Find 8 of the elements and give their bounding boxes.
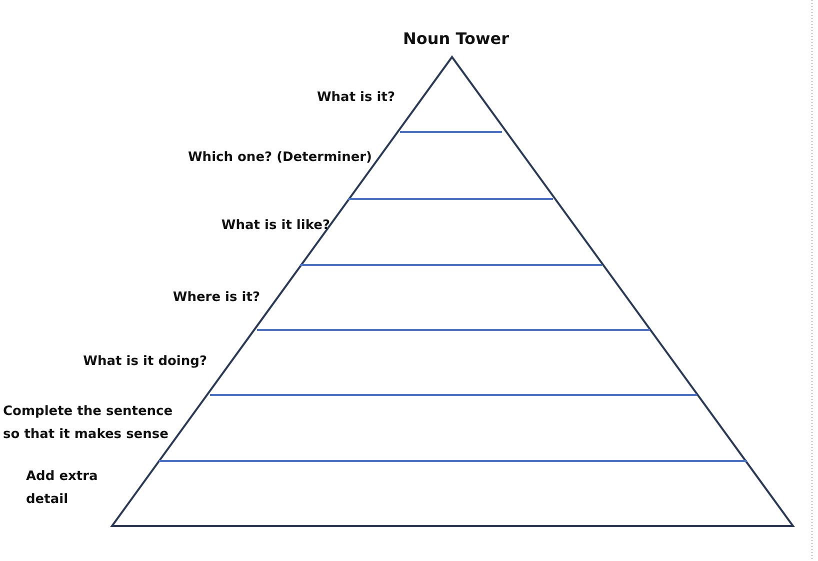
tier-label: Where is it?	[172, 289, 260, 307]
tier-label: Add extra detail	[26, 468, 99, 509]
title: Noun Tower	[403, 29, 510, 48]
tier-label: Which one? (Determiner)	[186, 149, 372, 167]
tier-label: What is it doing?	[82, 353, 207, 371]
tier-label: Complete the sentence so that it makes sense	[3, 403, 174, 444]
tier-label: What is it like?	[220, 217, 330, 235]
tier-label: What is it?	[316, 89, 395, 107]
